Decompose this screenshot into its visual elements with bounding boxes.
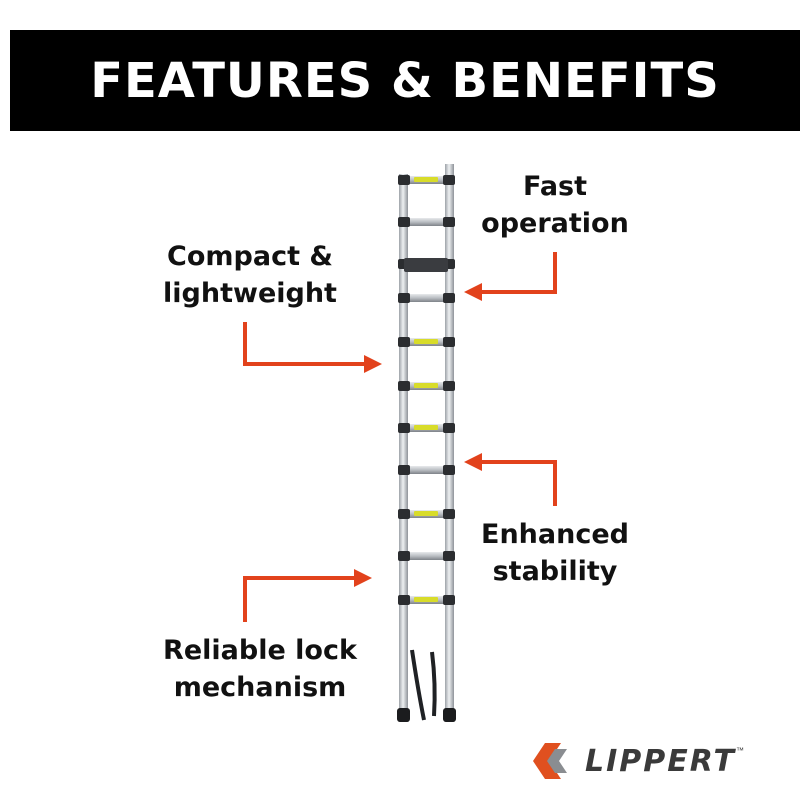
arrowhead bbox=[354, 569, 372, 587]
callout-line: Compact & bbox=[167, 241, 333, 272]
callout-line: lightweight bbox=[163, 278, 337, 309]
ladder-rung bbox=[398, 293, 455, 303]
lippert-logo-mark-icon bbox=[533, 743, 567, 779]
callout-line: mechanism bbox=[173, 672, 347, 703]
arrow-icon bbox=[243, 322, 382, 373]
arrow-icon bbox=[243, 569, 372, 622]
logo-text: LIPPERT bbox=[585, 743, 736, 779]
ladder-rung bbox=[398, 381, 455, 391]
arrow-icon bbox=[464, 453, 557, 506]
arrowhead bbox=[464, 283, 482, 301]
lippert-logo: LIPPERT ™ bbox=[531, 738, 771, 784]
ladder-rail-left bbox=[399, 174, 408, 722]
ladder-rung bbox=[398, 337, 455, 347]
bottom-strap bbox=[410, 649, 426, 721]
ladder-rung bbox=[398, 217, 455, 227]
ladder-rung bbox=[398, 551, 455, 561]
callout-enhanced-stability: Enhanced stability bbox=[465, 516, 645, 590]
bottom-strap bbox=[430, 651, 437, 717]
arrowhead bbox=[464, 453, 482, 471]
ladder-rung bbox=[398, 465, 455, 475]
arrowhead bbox=[364, 355, 382, 373]
ladder-rung bbox=[398, 509, 455, 519]
arrow-icon bbox=[464, 252, 557, 301]
ladder-rail-right bbox=[445, 164, 454, 722]
title-banner: FEATURES & BENEFITS bbox=[10, 30, 800, 131]
ladder-rung bbox=[398, 175, 455, 185]
callout-fast-operation: Fast operation bbox=[470, 168, 640, 242]
callout-line: Fast bbox=[522, 171, 588, 202]
ladder-rung bbox=[398, 595, 455, 605]
callout-line: Enhanced bbox=[481, 519, 629, 550]
foot-right bbox=[443, 708, 456, 722]
callout-line: stability bbox=[492, 556, 618, 587]
banner-title: FEATURES & BENEFITS bbox=[90, 52, 720, 109]
callout-line: operation bbox=[481, 208, 629, 239]
callout-compact-lightweight: Compact & lightweight bbox=[150, 238, 350, 312]
latch-block bbox=[404, 258, 448, 272]
callout-reliable-lock: Reliable lock mechanism bbox=[140, 632, 380, 706]
callout-line: Reliable lock bbox=[163, 635, 357, 666]
foot-left bbox=[397, 708, 410, 722]
ladder-rung bbox=[398, 423, 455, 433]
logo-trademark: ™ bbox=[735, 746, 744, 755]
